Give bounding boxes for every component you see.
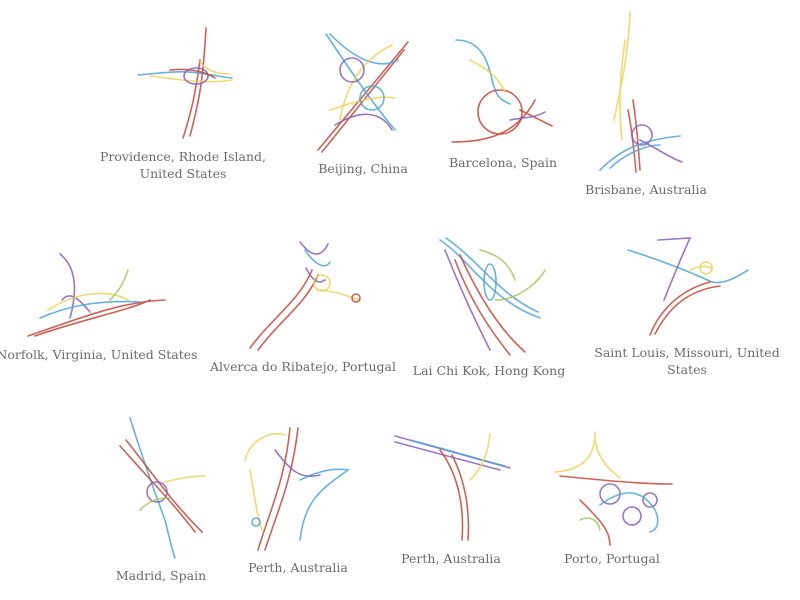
interchange-alverca (249, 241, 361, 351)
interchange-barcelona (451, 39, 553, 143)
interchange-laichikok (439, 237, 546, 356)
interchange-label: Saint Louis, Missouri, United States (594, 344, 779, 378)
interchange-brisbane (599, 11, 683, 173)
label-line: Barcelona, Spain (448, 155, 558, 170)
interchange-perth-1 (244, 427, 351, 551)
label-line: Norfolk, Virginia, United States (0, 347, 198, 362)
label-line: Lai Chi Kok, Hong Kong (412, 363, 566, 378)
interchange-label: Beijing, China (318, 160, 408, 177)
label-line: Alverca do Ribatejo, Portugal (210, 359, 396, 374)
label-line: Beijing, China (318, 161, 408, 176)
label-line: Perth, Australia (401, 551, 501, 566)
interchange-label: Brisbane, Australia (585, 181, 707, 198)
label-line: Saint Louis, Missouri, United (594, 345, 780, 360)
label-line: Madrid, Spain (115, 568, 207, 583)
label-line: Perth, Australia (248, 560, 348, 575)
interchange-label: Alverca do Ribatejo, Portugal (210, 358, 396, 375)
interchange-perth-2 (394, 433, 511, 541)
interchange-beijing (317, 33, 409, 153)
interchange-label: Porto, Portugal (564, 550, 660, 567)
interchange-label: Perth, Australia (248, 559, 348, 576)
interchange-label: Barcelona, Spain (449, 154, 557, 171)
label-line: States (667, 362, 707, 377)
interchange-norfolk (27, 253, 166, 337)
interchange-label: Norfolk, Virginia, United States (0, 346, 198, 363)
label-line: Porto, Portugal (564, 551, 660, 566)
interchange-label: Providence, Rhode Island, United States (100, 148, 266, 182)
interchange-label: Lai Chi Kok, Hong Kong (413, 362, 565, 379)
interchange-label: Madrid, Spain (116, 567, 206, 584)
label-line: United States (139, 166, 227, 181)
interchange-providence (137, 27, 233, 139)
interchange-porto (554, 431, 673, 546)
label-line: Providence, Rhode Island, (100, 149, 266, 164)
interchange-saintlouis (627, 237, 749, 336)
label-line: Brisbane, Australia (585, 182, 707, 197)
interchange-madrid (119, 417, 206, 559)
interchange-label: Perth, Australia (401, 550, 501, 567)
